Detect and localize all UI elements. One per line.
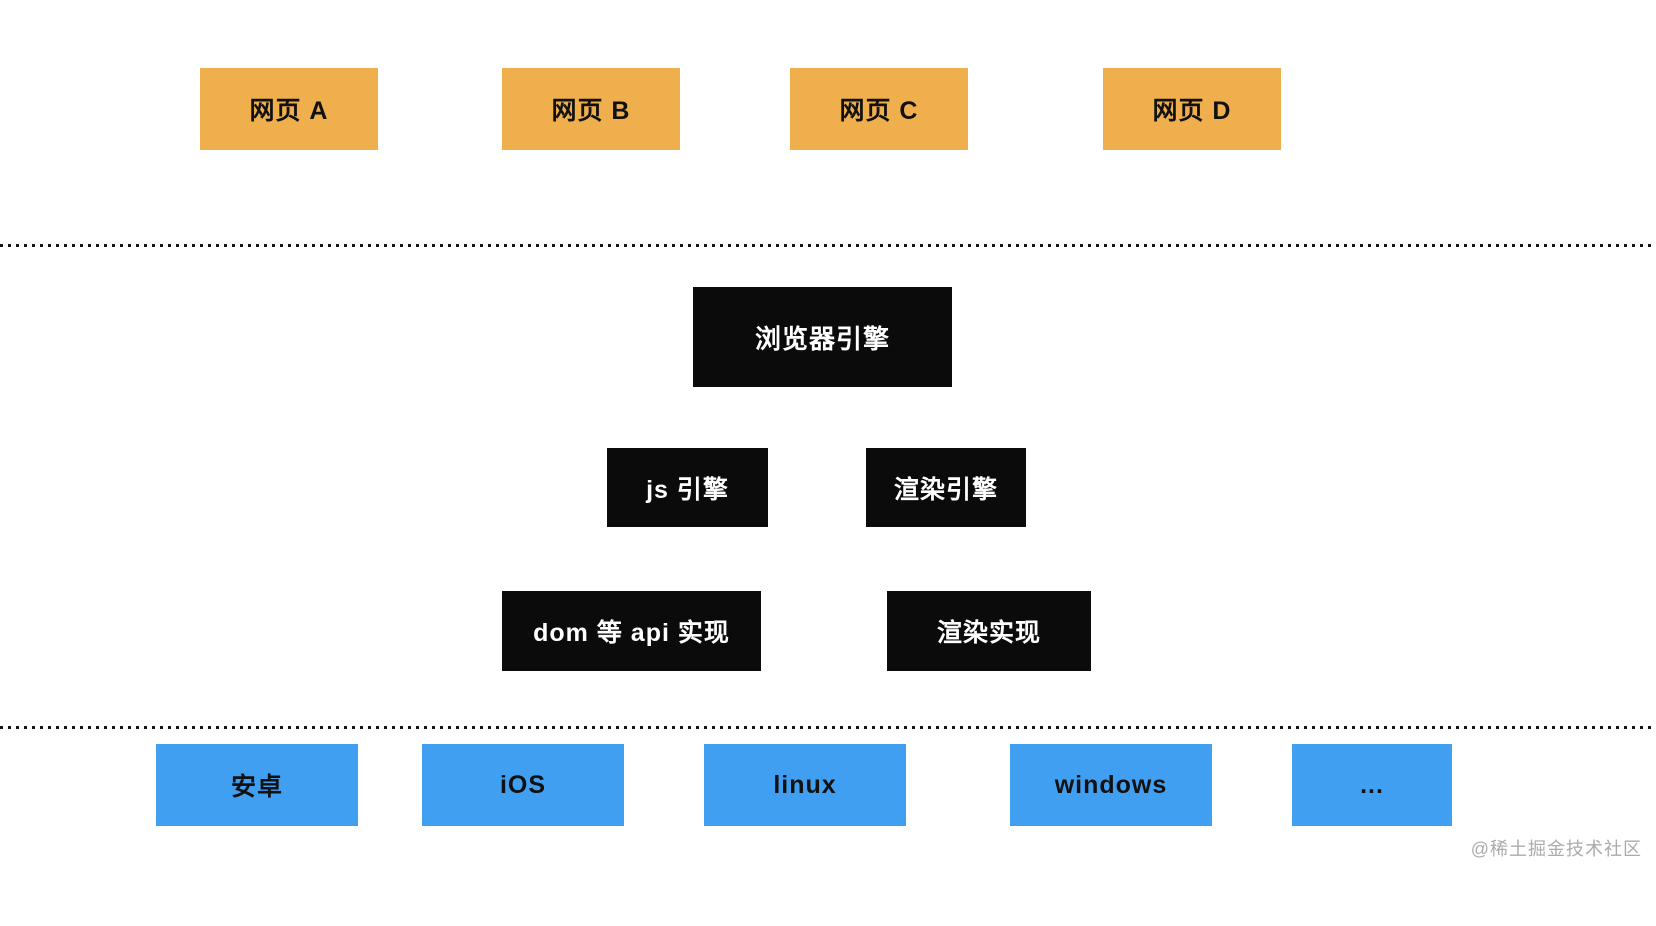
platform-ios-box: iOS bbox=[422, 744, 624, 826]
platform-linux-box: linux bbox=[704, 744, 906, 826]
web-page-a-box: 网页 A bbox=[200, 68, 378, 150]
web-page-d-box: 网页 D bbox=[1103, 68, 1281, 150]
platform-android-box: 安卓 bbox=[156, 744, 358, 826]
dotted-divider-bottom bbox=[0, 726, 1656, 729]
web-page-c-box: 网页 C bbox=[790, 68, 968, 150]
platform-more-box: ... bbox=[1292, 744, 1452, 826]
web-page-b-box: 网页 B bbox=[502, 68, 680, 150]
render-implementation-box: 渲染实现 bbox=[887, 591, 1091, 671]
dom-api-implementation-box: dom 等 api 实现 bbox=[502, 591, 761, 671]
dotted-divider-top bbox=[0, 244, 1656, 247]
browser-engine-box: 浏览器引擎 bbox=[693, 287, 952, 387]
render-engine-box: 渲染引擎 bbox=[866, 448, 1026, 527]
js-engine-box: js 引擎 bbox=[607, 448, 768, 527]
juejin-watermark: @稀土掘金技术社区 bbox=[1470, 839, 1642, 859]
platform-windows-box: windows bbox=[1010, 744, 1212, 826]
